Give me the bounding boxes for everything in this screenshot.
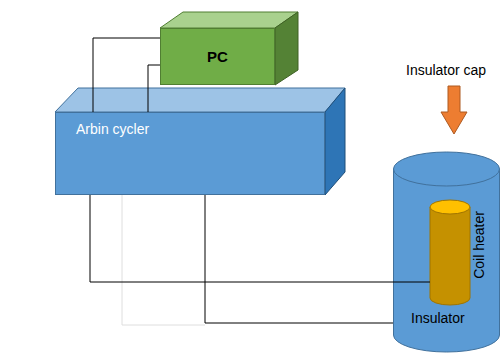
cell-top — [430, 200, 470, 214]
wire-connector — [148, 65, 160, 112]
cycler-box: Arbin cycler — [55, 112, 325, 195]
heater-label: Coil heater — [471, 211, 487, 279]
pc-top-face — [160, 12, 298, 28]
pc-box: PC — [160, 28, 275, 85]
wire-connector — [205, 195, 393, 323]
insulator-cylinder: Coil heaterInsulator — [393, 150, 500, 353]
cap-label: Insulator cap — [406, 62, 486, 78]
faint-wire — [122, 195, 205, 325]
cell-body — [430, 207, 470, 305]
cap-arrow — [441, 86, 467, 134]
cylinder-top — [394, 152, 500, 186]
cycler-side-face — [325, 88, 345, 195]
cylinder-body — [394, 169, 500, 352]
node-label: PC — [207, 48, 228, 65]
wire-connector — [90, 195, 393, 282]
cell-wire — [393, 282, 430, 283]
pc-side-face — [275, 12, 298, 85]
node-label: Insulator — [411, 310, 465, 326]
wire-connector — [93, 38, 160, 112]
cycler-top-face — [55, 88, 345, 112]
node-label: Arbin cycler — [76, 121, 149, 137]
